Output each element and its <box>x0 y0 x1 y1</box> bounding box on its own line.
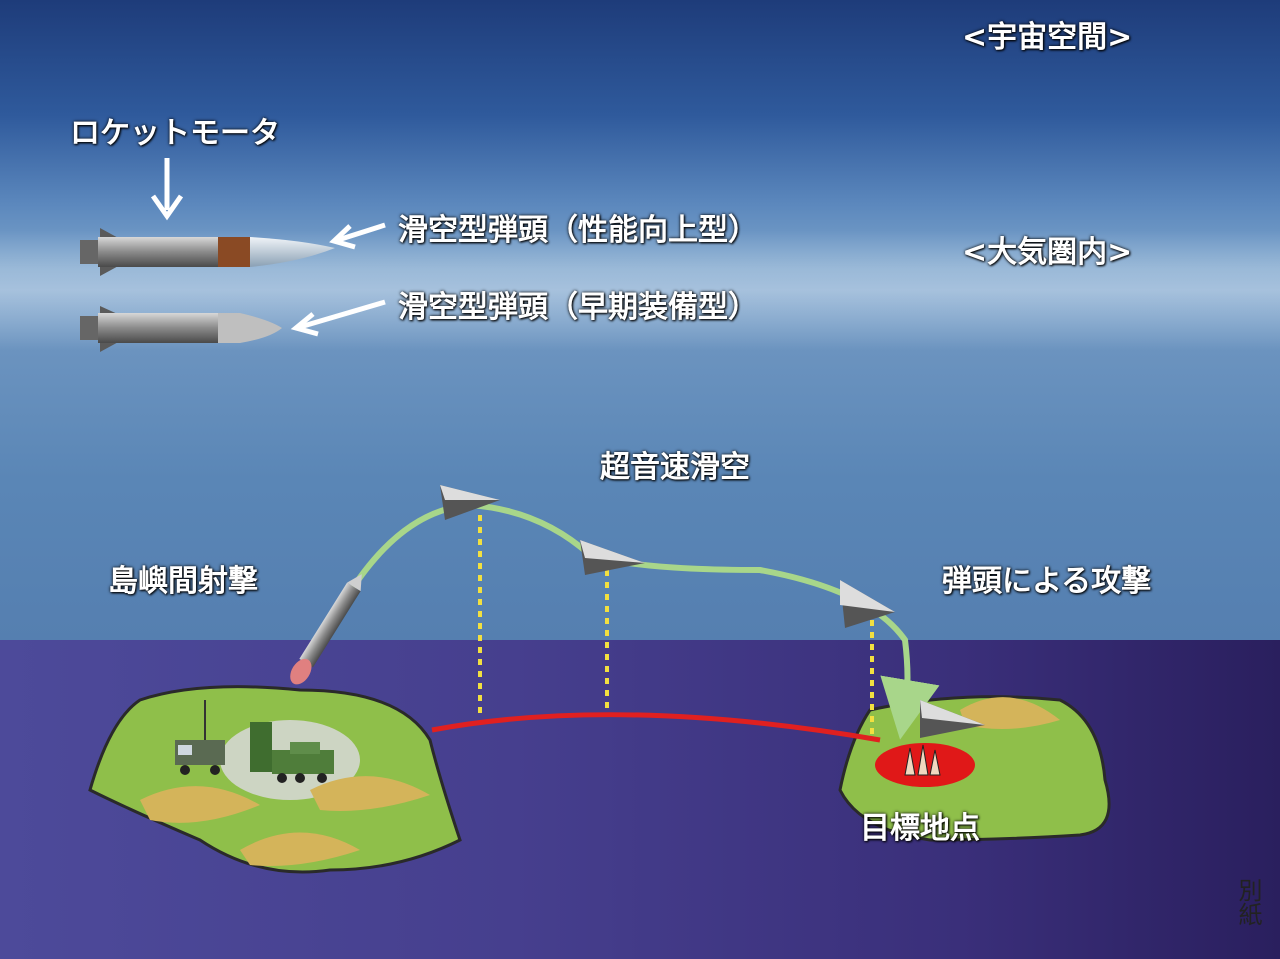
label-warhead-attack: 弾頭による攻撃 <box>942 564 1152 599</box>
missile-early-icon <box>80 306 282 352</box>
label-island-firing: 島嶼間射撃 <box>108 564 258 599</box>
pointer-arrow-icon <box>290 222 386 337</box>
missile-launch-icon <box>290 574 362 685</box>
down-arrow-icon <box>150 158 184 221</box>
ground-track-line <box>431 712 881 743</box>
missile-improved-icon <box>80 228 335 276</box>
label-warhead-improved: 滑空型弾頭（性能向上型） <box>398 213 758 248</box>
launcher-vehicle-icon <box>250 722 334 783</box>
label-warhead-early: 滑空型弾頭（早期装備型） <box>398 290 758 325</box>
label-attachment: 別紙 <box>1234 878 1262 926</box>
label-atmosphere: <大気圏内> <box>962 235 1133 270</box>
label-target-point: 目標地点 <box>860 811 980 846</box>
target-marker-icon <box>904 744 941 776</box>
label-hypersonic-glide: 超音速滑空 <box>600 450 750 485</box>
label-rocket-motor: ロケットモータ <box>70 116 280 151</box>
label-space: <宇宙空間> <box>962 20 1133 55</box>
radar-truck-icon <box>175 700 225 775</box>
altitude-drop-lines <box>478 515 874 735</box>
glide-trajectory <box>342 501 940 740</box>
glide-vehicle-icon <box>440 485 985 738</box>
